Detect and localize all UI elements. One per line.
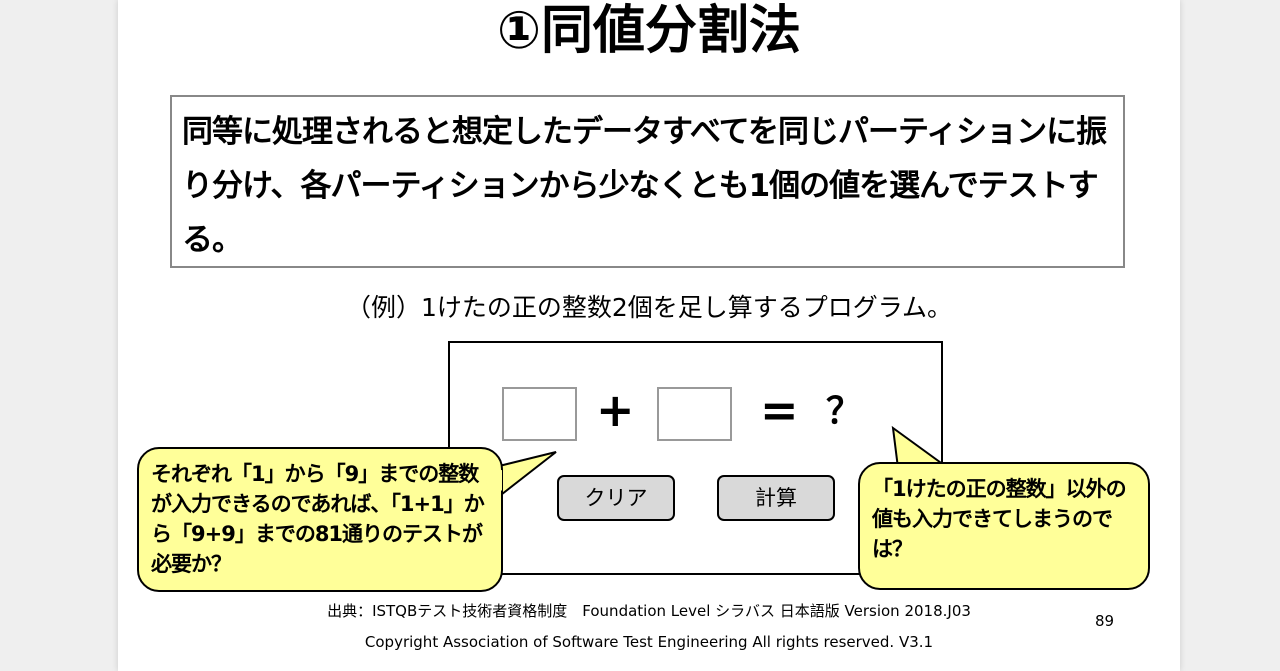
page-number: 89 — [1095, 612, 1115, 630]
result-unknown: ？ — [826, 391, 863, 432]
definition-box: 同等に処理されると想定したデータすべてを同じパーティションに振り分け、各パーティ… — [170, 95, 1125, 268]
callout-tail-joins — [485, 466, 946, 502]
slide-title: ①同値分割法 — [496, 1, 802, 61]
tail-join-left — [485, 470, 502, 502]
number-input-2[interactable] — [657, 387, 732, 441]
example-text: （例）1けたの正の整数2個を足し算するプログラム。 — [345, 293, 953, 322]
copyright: Copyright Association of Software Test E… — [364, 633, 934, 651]
number-input-1[interactable] — [502, 387, 577, 441]
callout-left: それぞれ「1」から「9」までの整数が入力できるのであれば、「1+1」から「9+9… — [137, 447, 503, 592]
clear-button[interactable]: クリア — [557, 475, 675, 521]
plus-sign: + — [596, 383, 635, 437]
tail-join-right — [900, 466, 946, 471]
source-citation: 出典：ISTQBテスト技術者資格制度 Foundation Level シラバス… — [327, 602, 971, 620]
calculate-button[interactable]: 計算 — [717, 475, 835, 521]
equals-sign: = — [760, 383, 799, 437]
slide: ①同値分割法 同等に処理されると想定したデータすべてを同じパーティションに振り分… — [118, 0, 1180, 671]
callout-right: 「1けたの正の整数」以外の値も入力できてしまうのでは？ — [858, 462, 1150, 590]
